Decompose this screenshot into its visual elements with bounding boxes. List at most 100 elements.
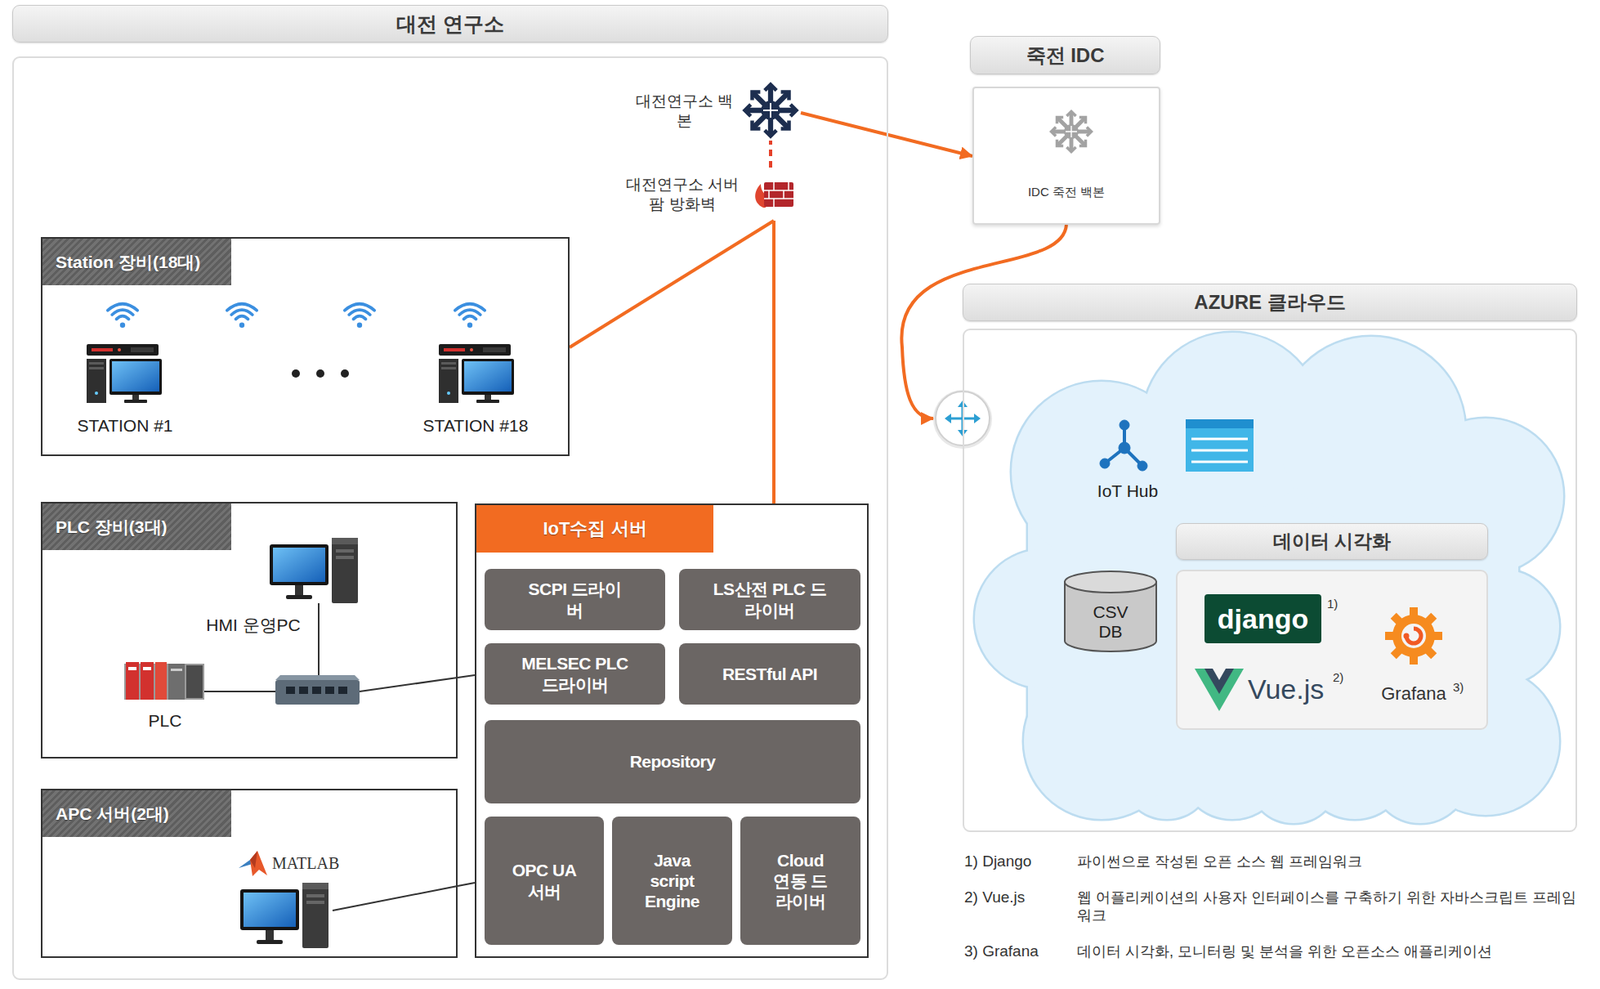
storage-icon (1191, 438, 1248, 462)
grafana-logo (1432, 631, 1443, 640)
label-wrap: 파이썬으로 작성된 오픈 소스 웹 프레임워크 (1077, 853, 1580, 872)
device-label-wrap: STATION #1 (76, 415, 173, 436)
pc-icon (240, 882, 329, 948)
footnote-text: 3) Grafana (964, 942, 1039, 961)
logo-text: django (1217, 603, 1309, 635)
iot-hub-icon (1104, 424, 1143, 466)
grafana-logo (1385, 607, 1443, 665)
logo-label: 2) (1332, 670, 1344, 685)
server-box: IoT수집 서버SCPI 드라이버LS산전 PLC 드라이버MELSEC PLC… (474, 503, 869, 958)
wifi-icon (107, 303, 485, 328)
label-wrap: Vue.js (1247, 672, 1324, 707)
label-wrap: 데이터 시각화, 모니터링 및 분석을 위한 오픈소스 애플리케이션 (1077, 943, 1580, 961)
plc-icon (143, 666, 152, 671)
group-title: IoT수집 서버 (542, 516, 647, 541)
icon-caption: 대전연구소 서버팜 방화벽 (621, 174, 744, 215)
panel-body (962, 328, 1578, 832)
database-node: CSV DB (1064, 592, 1157, 652)
matlab-logo (250, 850, 258, 868)
device-label: STATION #1 (76, 415, 173, 436)
station-computer-icon (86, 344, 514, 403)
group-title: Station 장비(18대) (55, 250, 201, 274)
connector (768, 140, 773, 168)
device-label: PLC (148, 710, 183, 731)
site-panel: 대전 연구소대전연구소 백본대전연구소 서버팜 방화벽 Station 장비(18… (12, 4, 889, 980)
panel-header: 대전 연구소 (12, 4, 889, 43)
footnote-text: 파이썬으로 작성된 오픈 소스 웹 프레임워크 (1077, 853, 1580, 872)
plc-icon (140, 661, 154, 700)
panel-title: 죽전 IDC (1026, 42, 1105, 69)
wifi-icon (344, 303, 375, 328)
grafana-logo (1385, 631, 1395, 640)
label-wrap: 3) Grafana (964, 942, 1039, 961)
module-label: RESTful API (722, 663, 818, 684)
grafana-logo (1424, 646, 1438, 660)
group-tab: PLC 장비(3대) (42, 503, 232, 550)
module-label: Repository (630, 750, 716, 772)
logo-label: Vue.js (1247, 672, 1324, 707)
device-label: HMI 운영PC (205, 614, 301, 635)
network-switch-icon (312, 686, 322, 694)
pc-icon (240, 537, 358, 948)
module-box: Repository (484, 719, 861, 804)
pc-icon (269, 537, 358, 604)
plc-icon (168, 663, 185, 700)
network-switch-icon (275, 679, 360, 705)
label-wrap: IoT Hub (1097, 480, 1158, 501)
group-title: APC 서버(2대) (55, 802, 170, 826)
connector (457, 882, 475, 886)
idc-box: IDC 죽전 백본 (972, 86, 1161, 225)
cloud-panel: AZURE 클라우드 CSV DB 데이터 시각화 django (962, 283, 1578, 832)
firewall-node: 대전연구소 서버팜 방화벽 (621, 167, 797, 221)
device-wire (317, 603, 320, 680)
wifi-icon (107, 303, 138, 328)
module-label: Java script Engine (639, 849, 706, 912)
cloud-shape (974, 332, 1564, 823)
wifi-icon (455, 303, 485, 328)
station-computer-icon (438, 344, 514, 403)
plc-icon (170, 668, 183, 671)
panel-title: AZURE 클라우드 (1193, 289, 1346, 316)
grafana-logo (1390, 612, 1404, 626)
group-tab: IoT수집 서버 (476, 505, 714, 553)
matlab-logo (250, 850, 268, 876)
panel-title: 대전 연구소 (396, 10, 505, 38)
panel-title: 데이터 시각화 (1273, 528, 1391, 555)
label-wrap: 2) Vue.js (964, 888, 1025, 908)
module-box: LS산전 PLC 드라이버 (679, 568, 861, 631)
ellipsis-dots (316, 369, 325, 378)
logo-label: 1) (1327, 596, 1338, 612)
device-label-wrap: HMI 운영PC (205, 614, 301, 635)
grafana-logo (1409, 654, 1418, 665)
database-cylinder (1064, 571, 1157, 652)
ellipsis-dots (340, 369, 349, 378)
firewall-icon (755, 182, 794, 208)
vue-logo (1212, 668, 1226, 680)
backbone-node: 대전연구소 백본 (633, 81, 801, 141)
panel-header: 죽전 IDC (969, 35, 1161, 75)
backbone-icon (745, 84, 797, 137)
panel-header: 데이터 시각화 (1175, 522, 1489, 560)
device-wire (359, 677, 458, 692)
storage-icon (1185, 419, 1254, 429)
matlab-logo (238, 850, 268, 876)
footnote-text: 웹 어플리케이션의 사용자 인터페이스를 구축하기 위한 자바스크립트 프레임워… (1077, 889, 1580, 925)
icon-caption: IDC 죽전 백본 (974, 184, 1159, 201)
label-wrap: 1) (1327, 596, 1338, 612)
device-label-wrap: STATION #18 (423, 415, 529, 436)
label-wrap: 웹 어플리케이션의 사용자 인터페이스를 구축하기 위한 자바스크립트 프레임워… (1077, 889, 1580, 925)
idc-panel: 죽전 IDC IDC 죽전 백본 (969, 35, 1161, 225)
iot-hub-icon (1119, 420, 1130, 430)
grafana-logo (1403, 633, 1410, 640)
group-title: PLC 장비(3대) (55, 515, 168, 539)
device-label: MATLAB (272, 853, 340, 873)
framework-logo-box: django (1204, 594, 1322, 644)
module-box: RESTful API (679, 643, 861, 705)
equipment-group: APC 서버(2대) MATLAB (40, 788, 458, 958)
group-tab: Station 장비(18대) (42, 238, 232, 286)
device-wire (204, 690, 276, 693)
station-computer-icon (86, 344, 162, 403)
module-label: OPC UA 서버 (511, 859, 577, 901)
ellipsis-dots (291, 369, 349, 378)
